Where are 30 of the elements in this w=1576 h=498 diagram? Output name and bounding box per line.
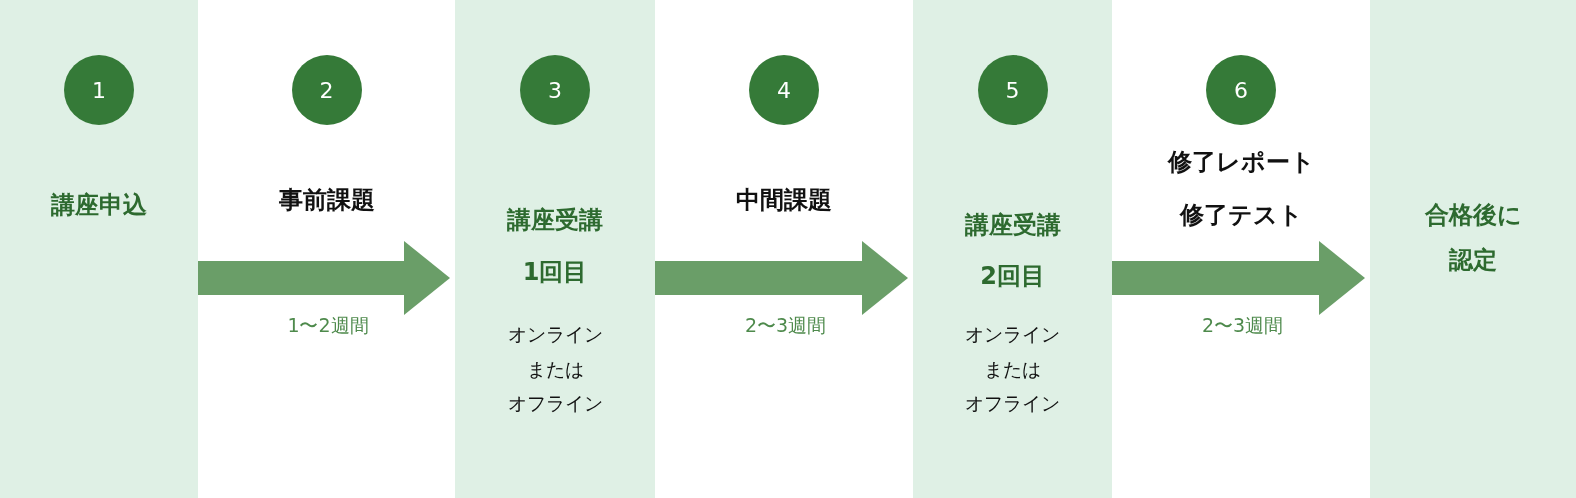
step-title: 修了レポート <box>1166 147 1316 177</box>
step-number: 3 <box>520 55 590 125</box>
step-number: 2 <box>291 55 362 125</box>
step-title: 講座受講 <box>506 205 604 235</box>
format-note: または <box>525 357 585 381</box>
step-title: 認定 <box>1448 245 1498 275</box>
format-note: または <box>983 357 1042 381</box>
step-title: 中間課題 <box>735 185 833 215</box>
step-number: 4 <box>749 55 819 125</box>
step-title: 修了テスト <box>1178 200 1304 230</box>
step-number: 5 <box>977 55 1048 125</box>
step-number: 1 <box>64 55 134 125</box>
step-title: 1回目 <box>521 257 589 287</box>
format-note: オフライン <box>506 391 604 415</box>
step-title: 講座受講 <box>963 210 1062 240</box>
step-band <box>913 0 1112 498</box>
step-title: 2回目 <box>979 261 1046 291</box>
step-band <box>0 0 198 498</box>
format-note: オフライン <box>964 391 1061 415</box>
step-title: 事前課題 <box>277 185 376 215</box>
format-note: オンライン <box>964 322 1061 346</box>
step-band <box>455 0 655 498</box>
step-title: 合格後に <box>1423 200 1523 230</box>
arrow <box>655 241 908 315</box>
step-title: 講座申込 <box>50 190 148 220</box>
format-note: オンライン <box>506 322 604 346</box>
step-number: 6 <box>1206 55 1276 125</box>
step-band <box>1370 0 1576 498</box>
arrow <box>198 241 450 315</box>
arrow <box>1112 241 1365 315</box>
